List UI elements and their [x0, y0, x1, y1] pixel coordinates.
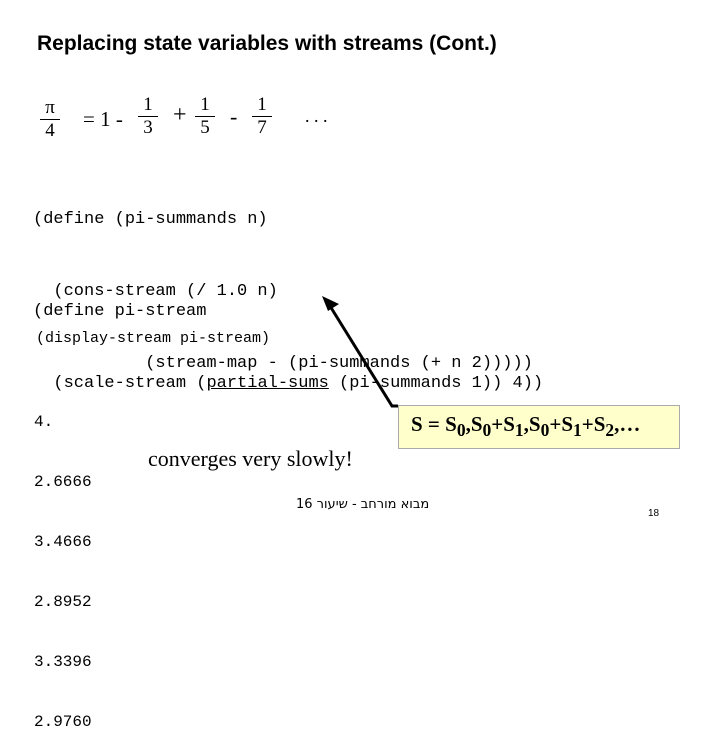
- output-value: 4.: [34, 413, 54, 431]
- code-line: (scale-stream (partial-sums (pi-summands…: [33, 372, 543, 396]
- term-fraction-7: 1 7: [252, 95, 272, 138]
- lhs-denominator: 4: [45, 120, 55, 141]
- code-segment: (pi-summands 1)) 4)): [328, 374, 544, 393]
- term-numerator: 1: [200, 94, 210, 115]
- code-segment: (scale-stream (: [33, 374, 207, 393]
- term-denominator: 3: [143, 117, 153, 138]
- callout-subscript: 0: [456, 420, 466, 441]
- code-line: (define (pi-summands n): [33, 210, 268, 229]
- term-fraction-3: 1 3: [138, 95, 158, 138]
- equals-one-minus: = 1 -: [83, 107, 123, 131]
- output-value: 3.3396: [34, 653, 92, 671]
- display-stream-code: (display-stream pi-stream): [36, 330, 271, 347]
- callout-text: +S: [581, 412, 606, 436]
- plus-sign: +: [173, 102, 187, 128]
- term-denominator: 5: [200, 117, 210, 138]
- pi-stream-code: (define pi-stream (scale-stream (partial…: [33, 252, 543, 420]
- callout-subscript: 1: [514, 420, 524, 441]
- term-numerator: 1: [257, 94, 267, 115]
- callout-text: +S: [549, 412, 574, 436]
- output-value: 2.9760: [34, 713, 92, 731]
- footer-course-name: מבוא מורחב - שיעור 16: [296, 497, 430, 512]
- callout-arrow: [322, 296, 398, 408]
- callout-subscript: 1: [573, 420, 582, 441]
- callout-text: ,S: [465, 412, 483, 436]
- output-value: 2.8952: [34, 593, 92, 611]
- converges-note: converges very slowly!: [148, 446, 353, 471]
- term-numerator: 1: [143, 94, 153, 115]
- callout-subscript: 0: [482, 420, 492, 441]
- term-denominator: 7: [257, 117, 267, 138]
- term-fraction-5: 1 5: [195, 95, 215, 138]
- lhs-fraction: π 4: [40, 98, 60, 141]
- code-line: (cons-stream (/ 1.0 n): [33, 282, 278, 301]
- callout-subscript: 2: [605, 420, 615, 441]
- code-line: (stream-map - (pi-summands (+ n 2))))): [33, 354, 533, 373]
- minus-sign: -: [230, 104, 238, 129]
- callout-text: ,S: [523, 412, 541, 436]
- callout-subscript: 0: [540, 420, 550, 441]
- callout-text: +S: [491, 412, 515, 436]
- callout-text: S = S: [411, 412, 457, 436]
- partial-sums-underlined: partial-sums: [206, 374, 329, 393]
- ellipsis: . . .: [305, 106, 328, 126]
- lhs-numerator: π: [45, 97, 55, 118]
- partial-sums-callout: S = S0,S0+S1,S0+S1+S2,…: [398, 405, 680, 449]
- page-title: Replacing state variables with streams (…: [37, 32, 497, 55]
- page-number: 18: [648, 508, 660, 519]
- code-line: (define pi-stream: [33, 302, 207, 321]
- pi-summands-code: (define (pi-summands n) (cons-stream (/ …: [33, 160, 533, 400]
- callout-text: ,…: [614, 412, 641, 436]
- output-value: 2.6666: [34, 473, 92, 491]
